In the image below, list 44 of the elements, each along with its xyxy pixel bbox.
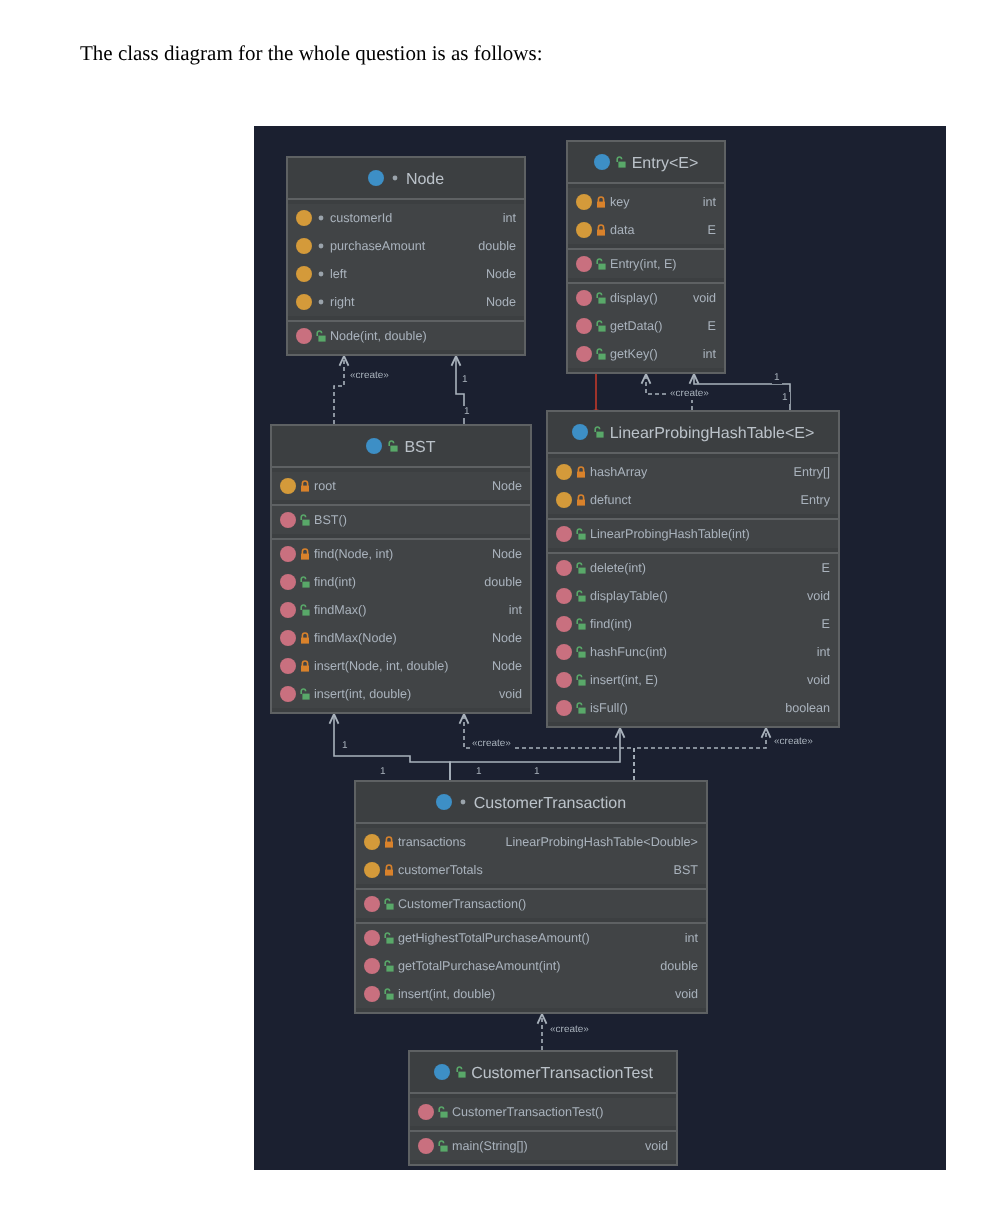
class-member	[568, 216, 724, 244]
class-name: LinearProbingHashTable<E>	[609, 423, 815, 441]
class-member	[548, 458, 838, 486]
class-member	[410, 1130, 676, 1160]
class-box	[354, 780, 708, 1014]
connector	[536, 1013, 548, 1051]
connector	[333, 355, 350, 425]
class-member	[288, 288, 524, 316]
class-member	[356, 980, 706, 1008]
class-member	[356, 856, 706, 884]
class-name: CustomerTransactionTest	[471, 1063, 653, 1081]
connector	[633, 727, 772, 781]
class-member	[410, 1098, 676, 1126]
diagram-title: The class diagram for the whole question is as follows:	[80, 44, 543, 66]
connector	[640, 373, 693, 411]
class-member	[356, 922, 706, 952]
class-member	[272, 472, 530, 500]
class-member	[272, 538, 530, 568]
class-member	[568, 188, 724, 216]
class-member	[548, 552, 838, 582]
connector	[449, 727, 626, 781]
class-box	[408, 1050, 678, 1166]
class-member	[548, 518, 838, 548]
class-member	[568, 248, 724, 278]
class-member	[356, 888, 706, 918]
class-name: CustomerTransaction	[473, 793, 627, 811]
class-member	[288, 204, 524, 232]
class-name: Entry<E>	[631, 153, 699, 171]
class-member	[548, 694, 838, 722]
class-name: BST	[404, 437, 436, 455]
class-box	[546, 410, 840, 728]
class-box	[566, 140, 726, 374]
class-member	[272, 680, 530, 708]
connector	[450, 355, 465, 425]
class-box	[270, 424, 532, 714]
class-box	[286, 156, 526, 356]
class-member	[568, 282, 724, 312]
class-member	[568, 340, 724, 368]
class-member	[272, 504, 530, 534]
class-member	[548, 486, 838, 514]
class-name: Node	[405, 169, 445, 187]
class-member	[356, 828, 706, 856]
connector	[688, 373, 791, 411]
class-member	[288, 320, 524, 350]
